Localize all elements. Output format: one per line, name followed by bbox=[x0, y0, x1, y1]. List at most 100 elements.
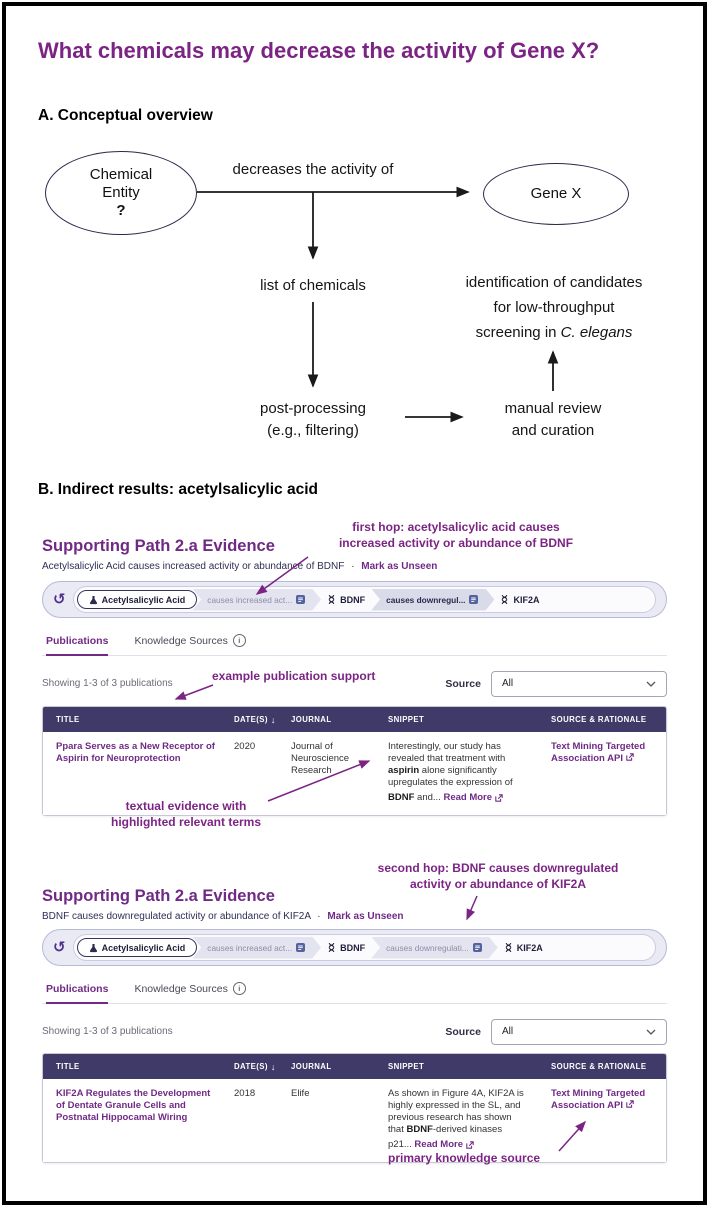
annotation-second-hop-line1: second hop: BDNF causes downregulated bbox=[377, 861, 619, 875]
header-label: JOURNAL bbox=[291, 715, 332, 724]
path-node-gene-mid[interactable]: BDNF bbox=[316, 942, 376, 953]
read-more-link[interactable]: Read More bbox=[443, 792, 503, 804]
header-snippet: SNIPPET bbox=[375, 715, 538, 724]
snippet-part: As shown in Figure 4A, KIF2A is highly e… bbox=[388, 1088, 524, 1135]
path-node-gene-end[interactable]: KIF2A bbox=[493, 942, 554, 953]
source-rationale-link[interactable]: Text Mining Targeted Association API bbox=[551, 741, 645, 764]
header-label: DATE(S) bbox=[234, 1062, 268, 1071]
path-node-chemical[interactable]: Acetylsalicylic Acid bbox=[76, 938, 198, 957]
identification-line1: identification of candidates bbox=[465, 274, 643, 291]
publications-badge-icon bbox=[473, 943, 482, 952]
annotation-first-hop-line1: first hop: acetylsalicylic acid causes bbox=[352, 520, 560, 534]
predicate-label: causes increased act... bbox=[207, 594, 293, 605]
tab-knowledge-sources[interactable]: Knowledge Sources i bbox=[134, 634, 246, 647]
annotation-textual-line1: textual evidence with bbox=[125, 799, 247, 813]
cell-journal: Elife bbox=[278, 1088, 375, 1151]
subtitle-separator: · bbox=[351, 561, 355, 572]
tab-label: Publications bbox=[46, 982, 109, 995]
path-predicate-1[interactable]: causes increased act... bbox=[192, 589, 321, 611]
history-icon[interactable]: ↺ bbox=[53, 591, 66, 608]
source-filter-label: Source bbox=[445, 677, 481, 690]
annotation-first-hop: first hop: acetylsalicylic acid causes i… bbox=[300, 520, 612, 551]
cell-source: Text Mining Targeted Association API bbox=[538, 1088, 666, 1151]
tab-label: Publications bbox=[46, 634, 109, 647]
result-path-bar-1[interactable]: ↺ Acetylsalicylic Acid causes increased … bbox=[42, 581, 667, 618]
header-label: TITLE bbox=[56, 1062, 80, 1071]
path-node-label: KIF2A bbox=[516, 942, 543, 953]
post-processing-line2: (e.g., filtering) bbox=[267, 422, 359, 439]
source-rationale-link[interactable]: Text Mining Targeted Association API bbox=[551, 1088, 645, 1111]
source-select[interactable]: All bbox=[491, 670, 667, 697]
journal-value: Journal of Neuroscience Research bbox=[291, 741, 350, 776]
result-path-bar-2[interactable]: ↺ Acetylsalicylic Acid causes increased … bbox=[42, 929, 667, 966]
snippet-part: -derived kinases p21... bbox=[388, 1124, 503, 1150]
tab-publications[interactable]: Publications bbox=[46, 982, 109, 1004]
tabs-row-1: Publications Knowledge Sources i bbox=[42, 634, 667, 656]
cell-date: 2018 bbox=[221, 1088, 278, 1151]
list-of-chemicals-label: list of chemicals bbox=[260, 277, 366, 294]
highlighted-term: BDNF bbox=[388, 792, 415, 803]
chemical-entity-icon bbox=[89, 595, 97, 604]
tab-knowledge-sources[interactable]: Knowledge Sources i bbox=[134, 982, 246, 995]
cell-title: KIF2A Regulates the Development of Denta… bbox=[43, 1088, 221, 1151]
chevron-down-icon bbox=[646, 681, 656, 687]
chemical-node-question: ? bbox=[116, 202, 126, 219]
publications-badge-icon bbox=[469, 595, 478, 604]
path-predicate-2[interactable]: causes downregulati... bbox=[371, 937, 498, 959]
info-icon[interactable]: i bbox=[232, 982, 246, 995]
annotation-primary-source: primary knowledge source bbox=[388, 1151, 541, 1165]
annotation-textual-evidence: textual evidence with highlighted releva… bbox=[88, 799, 284, 830]
identification-line3: screening in C. elegans bbox=[435, 320, 673, 345]
path-predicate-2[interactable]: causes downregul... bbox=[371, 589, 494, 611]
header-date[interactable]: DATE(S)↓ bbox=[221, 715, 278, 725]
cell-date: 2020 bbox=[221, 741, 278, 804]
sort-desc-icon[interactable]: ↓ bbox=[270, 1061, 276, 1072]
publication-title-link[interactable]: KIF2A Regulates the Development of Denta… bbox=[56, 1088, 211, 1123]
tab-label: Knowledge Sources bbox=[134, 634, 228, 647]
panel-b-label: B. Indirect results: acetylsalicylic aci… bbox=[38, 481, 318, 498]
snippet-part: and... bbox=[414, 792, 441, 803]
read-more-link[interactable]: Read More bbox=[414, 1139, 474, 1151]
tab-publications[interactable]: Publications bbox=[46, 634, 109, 656]
predicate-label: causes downregul... bbox=[386, 594, 466, 605]
read-more-label: Read More bbox=[414, 1139, 463, 1150]
header-label: SNIPPET bbox=[388, 715, 425, 724]
active-tab-underline bbox=[46, 653, 109, 656]
header-date[interactable]: DATE(S)↓ bbox=[221, 1062, 278, 1072]
source-label: Text Mining Targeted Association API bbox=[551, 1088, 646, 1111]
table-header-row: TITLE DATE(S)↓ JOURNAL SNIPPET SOURCE & … bbox=[43, 1054, 666, 1079]
sort-desc-icon[interactable]: ↓ bbox=[270, 714, 276, 725]
path-predicate-1[interactable]: causes increased act... bbox=[192, 937, 321, 959]
snippet-part: Interestingly, our study has revealed th… bbox=[388, 741, 506, 764]
results-controls-2: Showing 1-3 of 3 publications Source All bbox=[42, 1018, 667, 1045]
path-node-label: Acetylsalicylic Acid bbox=[101, 594, 186, 605]
post-processing-line1: post-processing bbox=[260, 400, 366, 417]
external-link-icon bbox=[625, 1100, 634, 1108]
publication-title-link[interactable]: Ppara Serves as a New Receptor of Aspiri… bbox=[56, 741, 215, 764]
info-icon[interactable]: i bbox=[232, 634, 246, 647]
mark-as-unseen-button[interactable]: Mark as Unseen bbox=[327, 911, 404, 922]
header-snippet: SNIPPET bbox=[375, 1062, 538, 1071]
header-source: SOURCE & RATIONALE bbox=[538, 1062, 666, 1071]
highlighted-term: BDNF bbox=[406, 1124, 433, 1135]
history-icon[interactable]: ↺ bbox=[53, 939, 66, 956]
publications-table-2: TITLE DATE(S)↓ JOURNAL SNIPPET SOURCE & … bbox=[42, 1053, 667, 1163]
table-row: KIF2A Regulates the Development of Denta… bbox=[43, 1079, 666, 1162]
gene-icon bbox=[502, 594, 508, 605]
path-node-chemical[interactable]: Acetylsalicylic Acid bbox=[76, 590, 198, 609]
annotation-second-hop: second hop: BDNF causes downregulated ac… bbox=[352, 861, 644, 892]
source-select[interactable]: All bbox=[491, 1018, 667, 1045]
chevron-down-icon bbox=[646, 1029, 656, 1035]
path-node-label: BDNF bbox=[340, 942, 366, 953]
mark-as-unseen-button[interactable]: Mark as Unseen bbox=[361, 561, 438, 572]
path-node-gene-end[interactable]: KIF2A bbox=[489, 594, 550, 605]
highlighted-term: aspirin bbox=[388, 765, 420, 776]
gene-x-node: Gene X bbox=[483, 163, 629, 225]
showing-count: Showing 1-3 of 3 publications bbox=[42, 678, 173, 689]
path-node-gene-mid[interactable]: BDNF bbox=[316, 594, 376, 605]
source-filter-label: Source bbox=[445, 1025, 481, 1038]
gene-icon bbox=[505, 942, 511, 953]
panel-a-label: A. Conceptual overview bbox=[38, 107, 213, 124]
predicate-label: causes increased act... bbox=[207, 942, 293, 953]
annotation-first-hop-line2: increased activity or abundance of BDNF bbox=[338, 535, 574, 550]
